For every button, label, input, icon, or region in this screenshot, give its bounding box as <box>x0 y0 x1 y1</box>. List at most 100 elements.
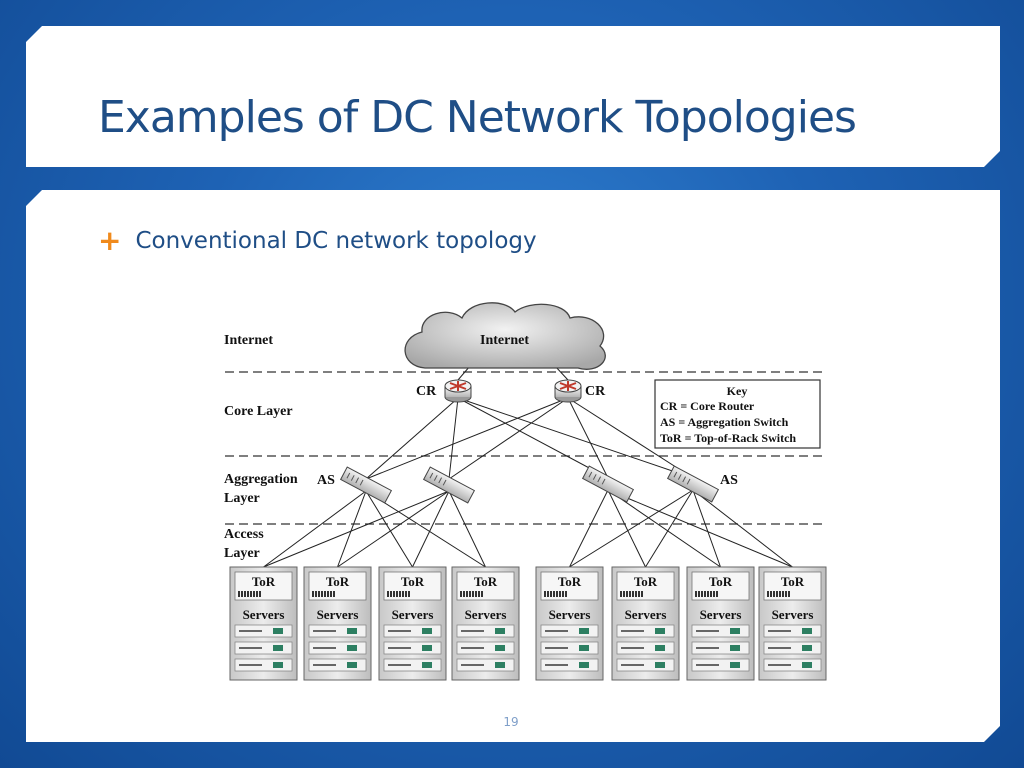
tor-port <box>333 591 335 597</box>
layer-label-aggregation-line1: Aggregation <box>224 472 298 487</box>
link-as3-tor5 <box>569 489 609 568</box>
connection-links <box>263 365 793 568</box>
tor-port <box>716 591 718 597</box>
aggregation-switch-left-label: AS <box>317 473 335 488</box>
link-cr1-as4 <box>457 397 694 479</box>
tor-label: ToR <box>558 574 582 589</box>
key-entry-aggregation-switch: AS = Aggregation Switch <box>660 415 789 429</box>
tor-port <box>244 591 246 597</box>
tor-label: ToR <box>781 574 805 589</box>
tor-port <box>704 591 706 597</box>
tor-port <box>387 591 389 597</box>
tor-port <box>463 591 465 597</box>
aggregation-switch-2-icon <box>422 466 476 504</box>
server-status-led <box>422 628 432 634</box>
tor-port <box>544 591 546 597</box>
server-status-led <box>579 645 589 651</box>
link-as1-tor2 <box>337 490 367 568</box>
tor-port <box>779 591 781 597</box>
tor-port <box>321 591 323 597</box>
server-status-led <box>495 628 505 634</box>
link-as1-tor3 <box>365 490 413 568</box>
tor-port <box>241 591 243 597</box>
title-panel: Examples of DC Network Topologies <box>26 26 1000 167</box>
key-legend: Key CR = Core Router AS = Aggregation Sw… <box>654 379 821 449</box>
layer-label-access-line1: Access <box>224 527 264 542</box>
link-cr2-as2 <box>448 397 569 480</box>
plus-bullet-icon: + <box>98 224 122 257</box>
tor-port <box>782 591 784 597</box>
tor-port <box>562 591 564 597</box>
link-as4-tor6 <box>645 489 694 568</box>
server-status-led <box>579 628 589 634</box>
tor-port <box>330 591 332 597</box>
server-status-led <box>730 628 740 634</box>
servers-label: Servers <box>700 607 742 622</box>
tor-port <box>773 591 775 597</box>
link-as4-tor8 <box>692 489 793 568</box>
link-cr2-as1 <box>365 397 569 480</box>
server-status-led <box>273 662 283 668</box>
server-status-led <box>273 628 283 634</box>
tor-label: ToR <box>401 574 425 589</box>
layer-label-aggregation-line2: Layer <box>224 491 260 506</box>
aggregation-switch-1-icon <box>339 466 393 504</box>
tor-port <box>238 591 240 597</box>
servers-label: Servers <box>625 607 667 622</box>
tor-port <box>626 591 628 597</box>
tor-port <box>318 591 320 597</box>
aggregation-switch-right-label: AS <box>720 473 738 488</box>
aggregation-switch-3-icon <box>581 465 635 503</box>
tor-port <box>641 591 643 597</box>
servers-label: Servers <box>549 607 591 622</box>
tor-port <box>623 591 625 597</box>
tor-port <box>620 591 622 597</box>
server-status-led <box>655 662 665 668</box>
tor-port <box>767 591 769 597</box>
tor-port <box>393 591 395 597</box>
tor-label: ToR <box>634 574 658 589</box>
tor-port <box>632 591 634 597</box>
layer-label-access-line2: Layer <box>224 546 260 561</box>
tor-port <box>472 591 474 597</box>
server-status-led <box>273 645 283 651</box>
slide-title: Examples of DC Network Topologies <box>98 92 856 143</box>
tor-port <box>312 591 314 597</box>
layer-label-core: Core Layer <box>224 404 293 419</box>
tor-port <box>478 591 480 597</box>
link-cr1-as1 <box>365 397 459 480</box>
server-status-led <box>802 645 812 651</box>
bullet-text: Conventional DC network topology <box>135 228 537 254</box>
tor-port <box>250 591 252 597</box>
tor-port <box>707 591 709 597</box>
servers-label: Servers <box>392 607 434 622</box>
server-rack: ToR Servers <box>611 566 680 681</box>
tor-label: ToR <box>474 574 498 589</box>
tor-port <box>635 591 637 597</box>
link-as2-tor1 <box>263 490 450 568</box>
cloud-label: Internet <box>480 333 529 348</box>
server-status-led <box>655 628 665 634</box>
tor-port <box>466 591 468 597</box>
link-as1-tor1 <box>263 490 367 568</box>
server-status-led <box>802 628 812 634</box>
server-status-led <box>422 645 432 651</box>
server-status-led <box>730 645 740 651</box>
tor-port <box>629 591 631 597</box>
tor-port <box>469 591 471 597</box>
server-rack: ToR Servers <box>378 566 447 681</box>
core-router-right-icon <box>554 379 582 403</box>
link-as3-tor6 <box>607 489 646 568</box>
page-number: 19 <box>503 715 519 729</box>
tor-port <box>559 591 561 597</box>
server-rack: ToR Servers <box>535 566 604 681</box>
tor-port <box>408 591 410 597</box>
tor-port <box>396 591 398 597</box>
link-cr2-as4 <box>567 397 694 479</box>
tor-port <box>695 591 697 597</box>
